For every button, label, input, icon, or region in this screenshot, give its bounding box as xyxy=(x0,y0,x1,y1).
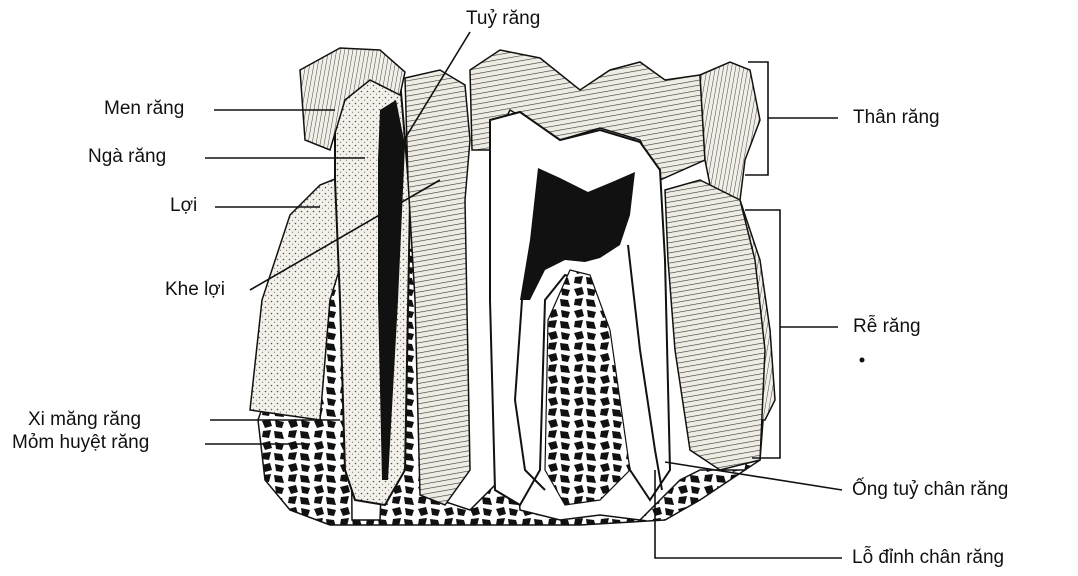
label-alveolar-bone: Mỏm huyệt răng xyxy=(12,432,149,454)
label-crown: Thân răng xyxy=(853,107,940,129)
label-pulp: Tuỷ răng xyxy=(466,8,540,30)
label-gingival-sulcus: Khe lợi xyxy=(165,279,225,301)
stray-dot xyxy=(860,358,865,363)
label-gum: Lợi xyxy=(170,195,197,217)
label-apical-foramen: Lỗ đỉnh chân răng xyxy=(852,547,1004,569)
label-root-canal: Ống tuỷ chân răng xyxy=(852,479,1008,501)
label-root: Rễ răng xyxy=(853,316,921,338)
label-cementum: Xi măng răng xyxy=(28,409,141,431)
label-enamel: Men răng xyxy=(104,98,184,120)
label-dentin: Ngà răng xyxy=(88,146,166,168)
right-tooth-root xyxy=(665,180,765,470)
